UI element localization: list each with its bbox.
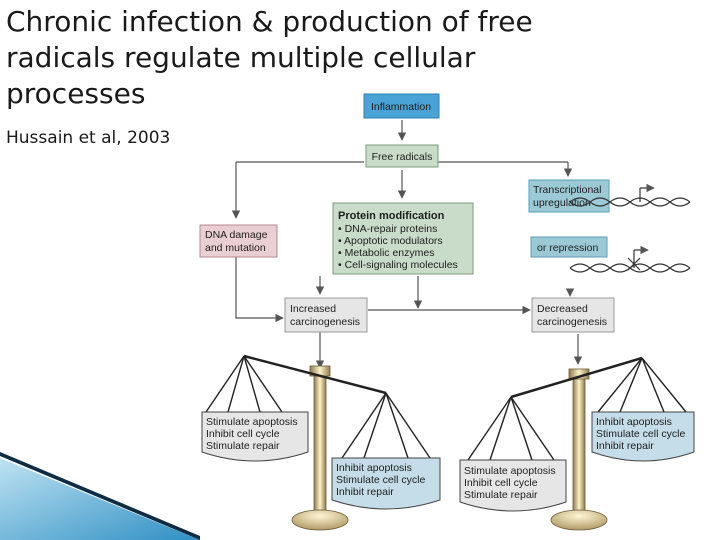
right-balance-scale: Stimulate apoptosis Inhibit cell cycle S… — [459, 356, 695, 531]
left-scale-post — [291, 365, 349, 531]
inflammation-node: Inflammation — [363, 93, 440, 119]
protein-modification-node: Protein modification • DNA-repair protei… — [332, 202, 474, 275]
connectors — [231, 120, 583, 369]
decreased-label-2: carcinogenesis — [537, 316, 607, 328]
dna-helix-icon-1 — [569, 183, 691, 207]
pan-item: Stimulate apoptosis — [464, 465, 556, 477]
protein-mod-item: • Metabolic enzymes — [338, 247, 434, 259]
repression-label: or repression — [537, 242, 598, 254]
dna-damage-label-1: DNA damage — [205, 229, 268, 241]
transcriptional-label-1: Transcriptional — [533, 184, 601, 196]
inflammation-label: Inflammation — [371, 101, 431, 113]
transcriptional-node: Transcriptional upregulation — [528, 179, 610, 213]
left-scale-beam — [243, 354, 387, 395]
pan-item: Inhibit cell cycle — [464, 477, 538, 489]
pan-item: Stimulate cell cycle — [596, 428, 685, 440]
dna-damage-node: DNA damage and mutation — [199, 224, 278, 258]
dna-helix-icon-2 — [569, 245, 691, 273]
protein-mod-heading: Protein modification — [338, 210, 445, 222]
left-scale-strings — [205, 355, 431, 459]
right-scale-low-pan: Stimulate apoptosis Inhibit cell cycle S… — [459, 459, 567, 512]
pan-item: Stimulate repair — [464, 489, 538, 501]
right-scale-post — [550, 368, 608, 531]
right-scale-strings — [467, 357, 687, 461]
pan-item: Stimulate repair — [206, 440, 280, 452]
increased-label-1: Increased — [290, 303, 336, 315]
protein-mod-item: • Cell-signaling molecules — [338, 259, 458, 271]
corner-decoration — [0, 452, 200, 540]
decreased-carcinogenesis-node: Decreased carcinogenesis — [531, 297, 615, 333]
free-radicals-label: Free radicals — [372, 151, 433, 163]
protein-mod-item: • Apoptotic modulators — [338, 235, 443, 247]
citation: Hussain et al, 2003 — [6, 128, 171, 148]
left-scale-high-pan: Stimulate apoptosis Inhibit cell cycle S… — [201, 411, 309, 462]
dna-damage-label-2: and mutation — [205, 242, 266, 254]
pan-item: Inhibit repair — [336, 486, 394, 498]
left-scale-low-pan: Inhibit apoptosis Stimulate cell cycle I… — [331, 457, 441, 510]
decreased-label-1: Decreased — [537, 303, 588, 315]
slide-title: Chronic infection & production of free r… — [6, 5, 533, 110]
pan-item: Inhibit cell cycle — [206, 428, 280, 440]
repression-node: or repression — [530, 236, 608, 258]
right-scale-high-pan: Inhibit apoptosis Stimulate cell cycle I… — [591, 411, 695, 462]
right-scale-beam — [510, 356, 643, 399]
increased-carcinogenesis-node: Increased carcinogenesis — [284, 297, 368, 333]
pan-item: Stimulate cell cycle — [336, 474, 425, 486]
pan-item: Inhibit apoptosis — [336, 462, 412, 474]
left-balance-scale: Stimulate apoptosis Inhibit cell cycle S… — [201, 354, 441, 531]
pan-item: Inhibit apoptosis — [596, 416, 672, 428]
increased-label-2: carcinogenesis — [290, 316, 360, 328]
pan-item: Stimulate apoptosis — [206, 416, 298, 428]
free-radicals-node: Free radicals — [365, 144, 439, 168]
pan-item: Inhibit repair — [596, 440, 654, 452]
protein-mod-item: • DNA-repair proteins — [338, 223, 437, 235]
